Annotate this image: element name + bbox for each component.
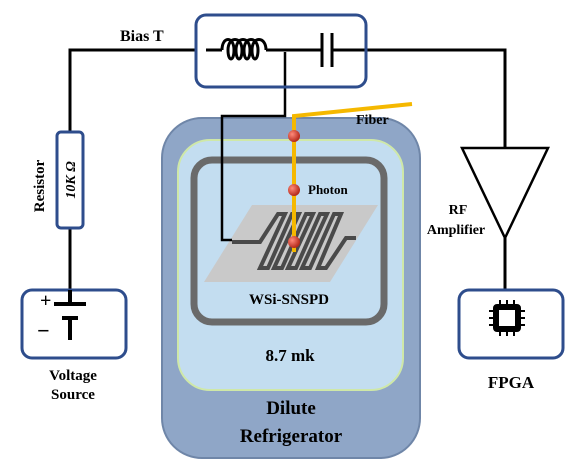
voltage-source-box: + −: [20, 288, 128, 360]
minus-sign: −: [37, 318, 50, 343]
fiber-label: Fiber: [356, 113, 389, 128]
photons: [288, 130, 300, 248]
photon-dot: [288, 236, 300, 248]
inductor-icon: [206, 38, 322, 61]
photon-label: Photon: [308, 182, 349, 197]
resistor-value: 10K Ω: [64, 161, 79, 199]
nanowire-meander: [232, 212, 356, 270]
battery-icon: [54, 290, 86, 340]
circuit-wires: [68, 48, 507, 290]
capacitor-icon: [320, 33, 356, 67]
shield-frame: [190, 156, 388, 326]
chip-icon: [489, 300, 525, 336]
resistor-label: Resistor: [32, 159, 48, 212]
fpga-label: FPGA: [488, 373, 535, 392]
fpga-box: [457, 288, 565, 360]
refrigerator-label-line2: Refrigerator: [240, 426, 343, 447]
amplifier-icon: [460, 146, 550, 241]
refrigerator-label-line1: Dilute: [266, 398, 316, 419]
temperature-label: 8.7 mk: [265, 346, 315, 365]
voltage-source-label-line2: Source: [51, 387, 95, 403]
plus-sign: +: [40, 290, 51, 312]
rf-amplifier-label-line2: Amplifier: [427, 223, 485, 238]
photon-dot: [288, 130, 300, 142]
photon-dot: [288, 184, 300, 196]
voltage-source-label-line1: Voltage: [49, 368, 97, 384]
bias-t-box: [194, 13, 368, 89]
resistor-box: 10K Ω: [55, 130, 85, 230]
bias-t-label: Bias T: [120, 28, 164, 45]
rf-amplifier-label-line1: RF: [449, 203, 468, 218]
optical-fiber: [292, 102, 413, 252]
detector-label: WSi-SNSPD: [249, 292, 329, 308]
